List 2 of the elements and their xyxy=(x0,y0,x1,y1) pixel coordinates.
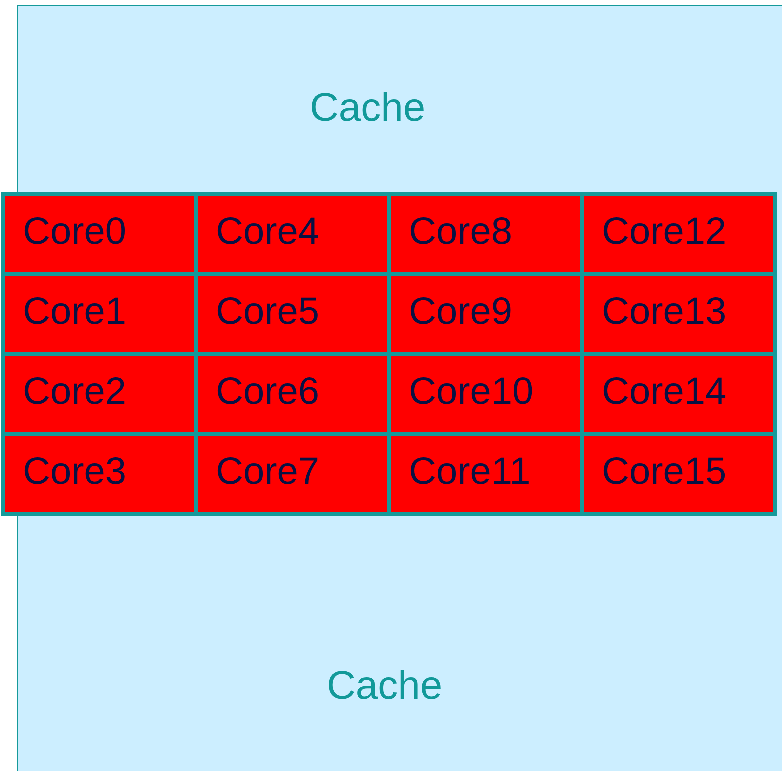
cache-label: Cache xyxy=(310,86,426,131)
cache-label: Cache xyxy=(327,664,443,709)
